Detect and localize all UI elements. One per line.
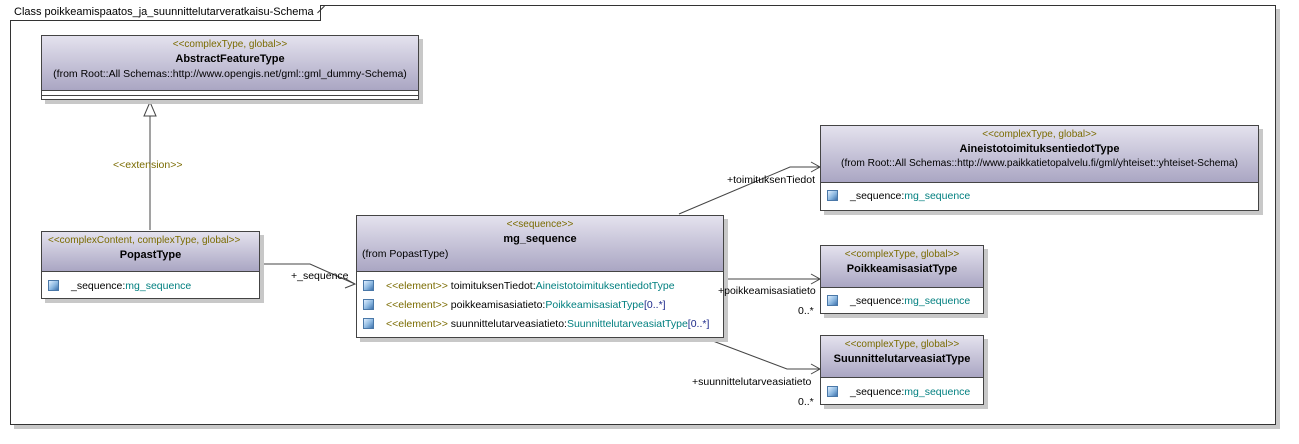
stereotype-label: <<complexType, global>> [844,339,960,350]
attribute-icon [363,318,374,329]
suunnittelu-association-line [704,337,820,370]
attribute-row[interactable]: _sequence:mg_sequence [821,187,1258,206]
attribute-icon [363,299,374,310]
class-origin: (from Root::All Schemas::http://www.open… [53,68,407,80]
class-origin: (from Root::All Schemas::http://www.paik… [841,158,1238,169]
diagram-title: Class poikkeamispaatos_ja_suunnittelutar… [10,5,321,21]
class-popast-type[interactable]: <<complexContent, complexType, global>> … [41,231,260,299]
poikkeamis-multiplicity-label: 0..* [798,305,814,317]
stereotype-label: <<complexType, global>> [982,129,1097,140]
attribute-type: mg_sequence [904,295,971,307]
suunnittelu-multiplicity-label: 0..* [798,396,814,408]
poikkeamis-role-label: +poikkeamisasiatieto [718,285,816,297]
toimitus-association-line [678,166,820,215]
class-name: AineistotoimituksentiedotType [959,143,1120,155]
element-row-suunnittelu[interactable]: <<element>> suunnittelutarveasiatieto:Su… [357,315,725,334]
class-suunnittelutarveasiat-type[interactable]: <<complexType, global>> Suunnittelutarve… [820,335,984,405]
element-type: SuunnittelutarveasiatType [566,318,688,330]
class-name: AbstractFeatureType [175,53,285,65]
attribute-name: _sequence: [850,190,905,202]
attribute-row[interactable]: _sequence:mg_sequence [821,383,983,402]
stereotype-label: <<complexType, global>> [172,39,288,50]
attribute-type: mg_sequence [904,386,971,398]
element-row-poikkeamis[interactable]: <<element>> poikkeamisasiatieto:Poikkeam… [357,296,723,315]
attribute-icon [827,386,838,397]
attribute-name: _sequence: [850,386,905,398]
element-stereotype: <<element>> [386,318,448,330]
class-aineistotoimitus-type[interactable]: <<complexType, global>> Aineistotoimituk… [820,125,1259,211]
sequence-role-label: +_sequence [291,270,349,282]
sequence-association-line [260,263,356,285]
extension-label: <<extension>> [113,159,183,171]
attribute-icon [827,190,838,201]
element-row-toimitus[interactable]: <<element>> toimituksenTiedot:Aineistoto… [357,277,723,296]
attribute-compartment [42,91,418,96]
attribute-row[interactable]: _sequence:mg_sequence [821,292,983,311]
element-stereotype: <<element>> [386,280,448,292]
element-name: poikkeamisasiatieto: [447,299,546,311]
attribute-name: _sequence: [850,295,905,307]
class-name: SuunnittelutarveasiatType [833,353,971,365]
stereotype-label: <<sequence>> [506,219,574,230]
element-type: PoikkeamisasiatType [545,299,644,311]
generalization-arrowhead [143,100,157,117]
element-name: toimituksenTiedot: [447,280,536,292]
class-name: mg_sequence [503,233,577,245]
attribute-type: mg_sequence [904,190,971,202]
attribute-icon [48,280,59,291]
element-name: suunnittelutarveasiatieto: [447,318,567,330]
element-type: AineistotoimituksentiedotType [535,280,675,292]
element-stereotype: <<element>> [386,299,448,311]
class-abstract-feature-type[interactable]: <<complexType, global>> AbstractFeatureT… [41,35,419,100]
attribute-icon [363,280,374,291]
class-mg-sequence[interactable]: <<sequence>> mg_sequence (from PopastTyp… [356,215,724,338]
class-poikkeamisasiat-type[interactable]: <<complexType, global>> PoikkeamisasiatT… [820,245,984,314]
class-name: PopastType [119,249,182,261]
element-multiplicity: [0..*] [687,318,710,330]
stereotype-label: <<complexContent, complexType, global>> [48,235,241,246]
class-name: PoikkeamisasiatType [846,263,958,275]
attribute-type: mg_sequence [125,280,192,292]
toimitus-role-label: +toimituksenTiedot [727,174,816,186]
attribute-name: _sequence: [71,280,126,292]
sequence-arrowhead [344,278,357,289]
attribute-icon [827,295,838,306]
class-origin: (from PopastType) [362,248,449,260]
attribute-row[interactable]: _sequence:mg_sequence [42,277,259,296]
stereotype-label: <<complexType, global>> [844,249,960,260]
element-multiplicity: [0..*] [644,299,666,311]
suunnittelu-role-label: +suunnittelutarveasiatieto [692,376,812,388]
